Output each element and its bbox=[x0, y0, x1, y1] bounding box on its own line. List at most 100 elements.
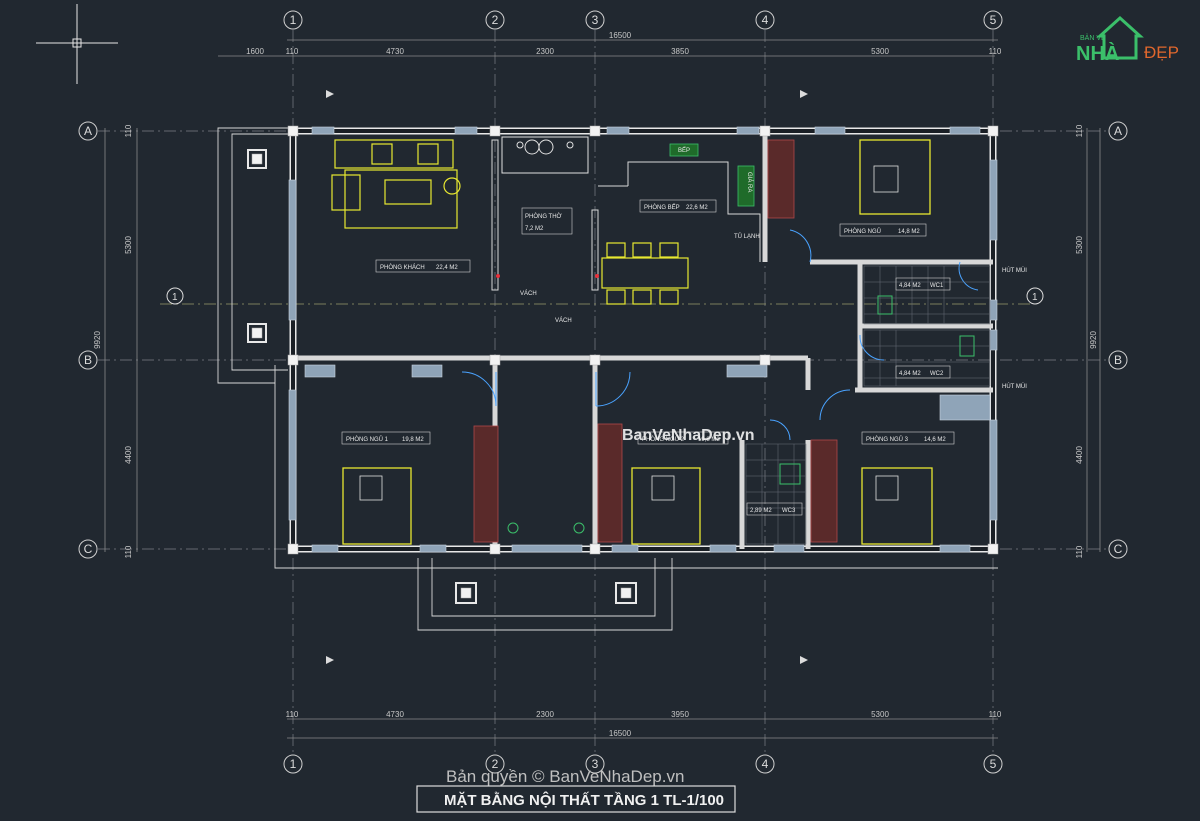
dim-right-110a: 110 bbox=[1075, 124, 1084, 137]
fridge-label: TỦ LẠNH bbox=[734, 233, 760, 240]
room-kitchen-label: PHÒNG BẾP bbox=[644, 204, 680, 211]
vach-label-1: VÁCH bbox=[520, 290, 537, 297]
terrace-outline bbox=[217, 127, 998, 631]
room-bed-top-area: 14,8 M2 bbox=[898, 229, 920, 235]
room-label-boxes bbox=[341, 199, 955, 516]
grid-label-1-bottom: 1 bbox=[290, 757, 297, 771]
watermark-center: BanVeNhaDep.vn bbox=[622, 427, 754, 444]
room-bed-top-label: PHÒNG NGỦ bbox=[844, 228, 881, 235]
dim-bottom-5300: 5300 bbox=[871, 710, 889, 719]
grid-label-3-top: 3 bbox=[592, 13, 599, 27]
grid-label-4-bottom: 4 bbox=[762, 757, 769, 771]
dim-bottom-4730: 4730 bbox=[386, 710, 404, 719]
vach-label-2: VÁCH bbox=[555, 317, 572, 324]
room-wc3-label: WC3 bbox=[782, 508, 796, 514]
wardrobes bbox=[473, 139, 838, 543]
room-bed3-label: PHÒNG NGỦ 3 bbox=[866, 436, 909, 443]
room-wc2-label: WC2 bbox=[930, 371, 944, 377]
room-kitchen-area: 22,6 M2 bbox=[686, 205, 708, 211]
room-living-label: PHÒNG KHÁCH bbox=[380, 264, 425, 271]
logo-small-text: BẢN VẼ bbox=[1080, 33, 1106, 42]
room-wc1-label: WC1 bbox=[930, 283, 944, 289]
dim-left-5300: 5300 bbox=[124, 236, 133, 254]
grid-label-c-left: C bbox=[84, 542, 93, 556]
grid-bubble-labels: 1 2 3 4 5 1 2 3 4 5 A B C A B C bbox=[84, 13, 1123, 771]
partitions bbox=[491, 139, 761, 291]
dim-bottom-3950: 3950 bbox=[671, 710, 689, 719]
grid-label-3-bottom: 3 bbox=[592, 757, 599, 771]
hut-moi-label-2: HÚT MÙI bbox=[1002, 383, 1027, 390]
room-bed1-label: PHÒNG NGỦ 1 bbox=[346, 436, 389, 443]
dim-left-110a: 110 bbox=[124, 124, 133, 137]
outer-walls-fill bbox=[291, 129, 995, 551]
dimension-texts: 16500 1600 110 4730 2300 3850 5300 110 1… bbox=[93, 31, 1098, 738]
title-box bbox=[416, 785, 736, 813]
beds bbox=[342, 139, 933, 545]
section-markers: 1 1 bbox=[166, 90, 1044, 664]
kitchen-bep-label: BẾP bbox=[678, 147, 690, 154]
grid-bubbles-top bbox=[78, 10, 1128, 774]
dim-top-110a: 110 bbox=[286, 47, 299, 56]
logo-dep-text: ĐẸP bbox=[1144, 43, 1179, 62]
room-worship-area: 7,2 M2 bbox=[525, 226, 544, 232]
room-wc1-area: 4,84 M2 bbox=[899, 283, 921, 289]
sanitary-fixtures bbox=[507, 295, 975, 534]
grid-label-2-bottom: 2 bbox=[492, 757, 499, 771]
dim-top-110b: 110 bbox=[989, 47, 1002, 56]
room-bed3-area: 14,6 M2 bbox=[924, 437, 946, 443]
interior-walls bbox=[293, 131, 993, 549]
dim-right-4400: 4400 bbox=[1075, 446, 1084, 464]
grid-label-2-top: 2 bbox=[492, 13, 499, 27]
logo-nha-text: NHÀ bbox=[1076, 42, 1119, 65]
worship-altar bbox=[501, 136, 589, 174]
dim-left-9920: 9920 bbox=[93, 331, 102, 349]
grid-label-b-right: B bbox=[1114, 353, 1122, 367]
living-room-furniture bbox=[331, 139, 461, 229]
room-wc2-area: 4,84 M2 bbox=[899, 371, 921, 377]
dim-top-1600: 1600 bbox=[246, 47, 264, 56]
grid-label-5-bottom: 5 bbox=[990, 757, 997, 771]
room-labels: PHÒNG KHÁCH 22,4 M2 PHÒNG THỜ 7,2 M2 PHÒ… bbox=[346, 147, 1027, 514]
dim-top-total: 16500 bbox=[609, 31, 632, 40]
room-bed1-area: 19,8 M2 bbox=[402, 437, 424, 443]
dim-right-9920: 9920 bbox=[1089, 331, 1098, 349]
dimension-lines bbox=[104, 39, 1101, 739]
drawing-title: MẶT BẰNG NỘI THẤT TẦNG 1 TL-1/100 bbox=[444, 791, 724, 809]
dim-bottom-2300: 2300 bbox=[536, 710, 554, 719]
gia-ra-label: GIÁ RA bbox=[746, 172, 753, 192]
section-label-right: 1 bbox=[1032, 292, 1038, 303]
bathroom-tiles bbox=[745, 265, 991, 545]
windows bbox=[288, 126, 998, 553]
dim-left-110b: 110 bbox=[124, 545, 133, 558]
grid-label-c-right: C bbox=[1114, 542, 1123, 556]
copyright-text: Bản quyền © BanVeNhaDep.vn bbox=[446, 767, 684, 786]
crosshair-cursor-icon bbox=[36, 4, 118, 84]
dim-top-2300: 2300 bbox=[536, 47, 554, 56]
dim-bottom-total: 16500 bbox=[609, 729, 632, 738]
dim-right-5300: 5300 bbox=[1075, 236, 1084, 254]
room-bed2-box bbox=[637, 431, 729, 445]
kitchen-counter bbox=[669, 143, 755, 207]
room-living-area: 22,4 M2 bbox=[436, 265, 458, 271]
bed-pillows bbox=[359, 165, 899, 501]
dim-bottom-110b: 110 bbox=[989, 710, 1002, 719]
outer-walls bbox=[289, 127, 997, 553]
dim-top-4730: 4730 bbox=[386, 47, 404, 56]
grid-label-4-top: 4 bbox=[762, 13, 769, 27]
hut-moi-label-1: HÚT MÙI bbox=[1002, 267, 1027, 274]
dim-top-3850: 3850 bbox=[671, 47, 689, 56]
dining-table bbox=[601, 242, 689, 305]
grid-label-5-top: 5 bbox=[990, 13, 997, 27]
door-swings bbox=[461, 229, 979, 441]
section-label-left: 1 bbox=[172, 292, 178, 303]
dim-top-5300: 5300 bbox=[871, 47, 889, 56]
grid-label-a-left: A bbox=[84, 124, 92, 138]
dim-right-110b: 110 bbox=[1075, 545, 1084, 558]
dim-bottom-110a: 110 bbox=[286, 710, 299, 719]
brand-logo: BẢN VẼ NHÀ ĐẸP bbox=[1076, 15, 1179, 65]
room-bed2-area: 19,8 M2 bbox=[698, 437, 720, 443]
grid-label-1-top: 1 bbox=[290, 13, 297, 27]
room-worship-label: PHÒNG THỜ bbox=[525, 213, 562, 220]
